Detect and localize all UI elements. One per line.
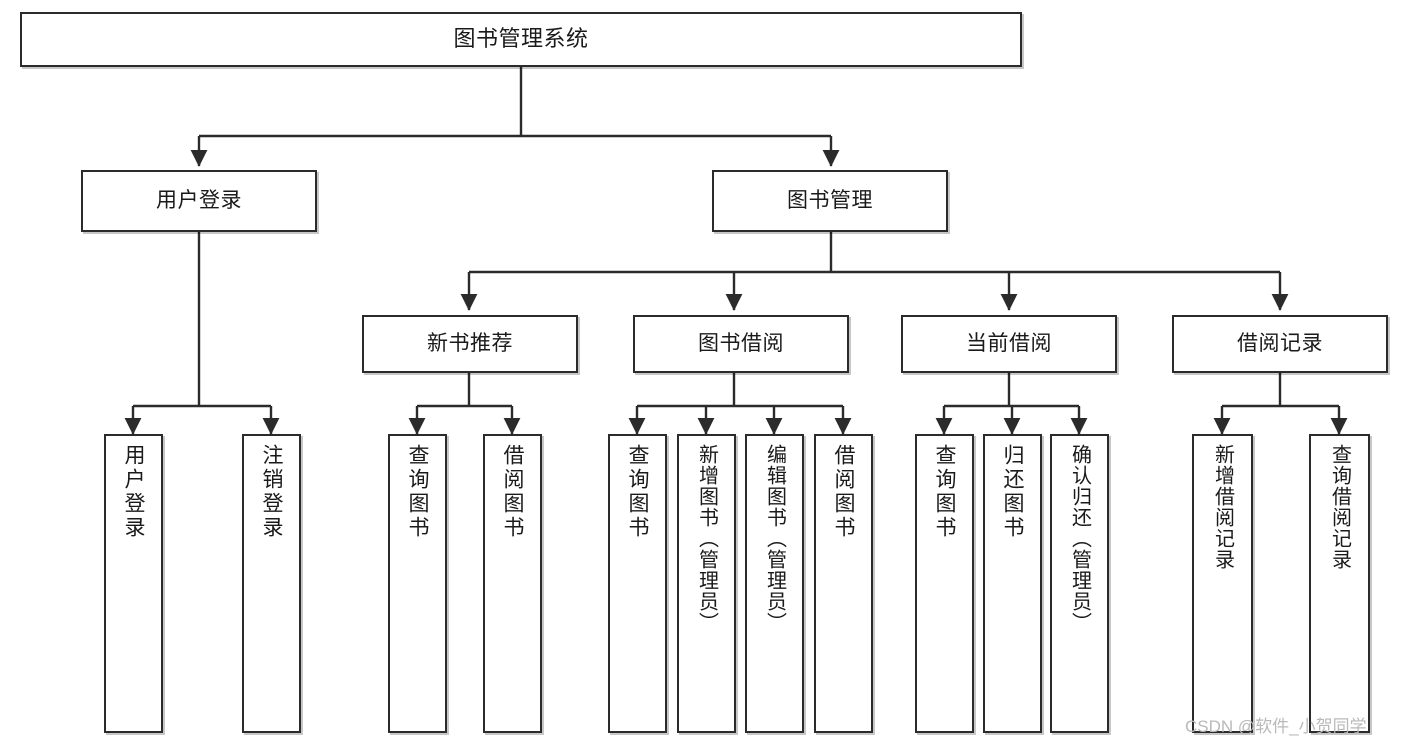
node-label: 图书管理系统 bbox=[453, 26, 589, 52]
node-label: 归还图书 bbox=[1001, 444, 1024, 540]
leaf-query-borrow-record[interactable]: 查询借阅记录 bbox=[1309, 434, 1370, 733]
node-label: 新书推荐 bbox=[427, 331, 513, 355]
node-label: 用户登录 bbox=[156, 188, 242, 212]
node-label: 借阅图书 bbox=[501, 444, 524, 540]
node-label: 新增图书（管理员） bbox=[695, 444, 718, 633]
node-user-login[interactable]: 用户登录 bbox=[81, 170, 317, 232]
leaf-edit-book-admin[interactable]: 编辑图书（管理员） bbox=[745, 434, 804, 733]
node-label: 用户登录 bbox=[122, 444, 145, 540]
node-label: 新增借阅记录 bbox=[1211, 444, 1234, 570]
node-label: 查询图书 bbox=[626, 444, 649, 540]
node-label: 借阅记录 bbox=[1237, 331, 1323, 355]
node-root-book-management-system[interactable]: 图书管理系统 bbox=[20, 12, 1022, 67]
node-label: 图书借阅 bbox=[698, 331, 784, 355]
leaf-return-book[interactable]: 归还图书 bbox=[983, 434, 1042, 733]
leaf-user-login[interactable]: 用户登录 bbox=[104, 434, 163, 733]
node-label: 编辑图书（管理员） bbox=[763, 444, 786, 633]
leaf-logout[interactable]: 注销登录 bbox=[242, 434, 301, 733]
node-label: 查询图书 bbox=[933, 444, 956, 540]
node-label: 当前借阅 bbox=[966, 331, 1052, 355]
node-borrow-record[interactable]: 借阅记录 bbox=[1172, 315, 1388, 373]
leaf-add-book-admin[interactable]: 新增图书（管理员） bbox=[677, 434, 736, 733]
node-book-management[interactable]: 图书管理 bbox=[712, 170, 948, 232]
leaf-borrow-book-newbook[interactable]: 借阅图书 bbox=[483, 434, 542, 733]
leaf-confirm-return-admin[interactable]: 确认归还（管理员） bbox=[1050, 434, 1109, 733]
leaf-query-book-borrow[interactable]: 查询图书 bbox=[608, 434, 667, 733]
node-label: 借阅图书 bbox=[832, 444, 855, 540]
node-label: 查询借阅记录 bbox=[1328, 444, 1351, 570]
node-label: 注销登录 bbox=[260, 444, 283, 540]
leaf-borrow-book[interactable]: 借阅图书 bbox=[814, 434, 873, 733]
node-label: 图书管理 bbox=[787, 188, 873, 212]
node-book-borrow[interactable]: 图书借阅 bbox=[633, 315, 849, 373]
leaf-add-borrow-record[interactable]: 新增借阅记录 bbox=[1192, 434, 1253, 733]
node-label: 确认归还（管理员） bbox=[1068, 444, 1091, 633]
leaf-query-book-current[interactable]: 查询图书 bbox=[915, 434, 974, 733]
leaf-query-book-newbook[interactable]: 查询图书 bbox=[388, 434, 447, 733]
csdn-watermark: CSDN @软件_小贺同学 bbox=[1185, 717, 1367, 736]
node-new-book-recommend[interactable]: 新书推荐 bbox=[362, 315, 578, 373]
node-label: 查询图书 bbox=[406, 444, 429, 540]
node-current-borrow[interactable]: 当前借阅 bbox=[901, 315, 1117, 373]
